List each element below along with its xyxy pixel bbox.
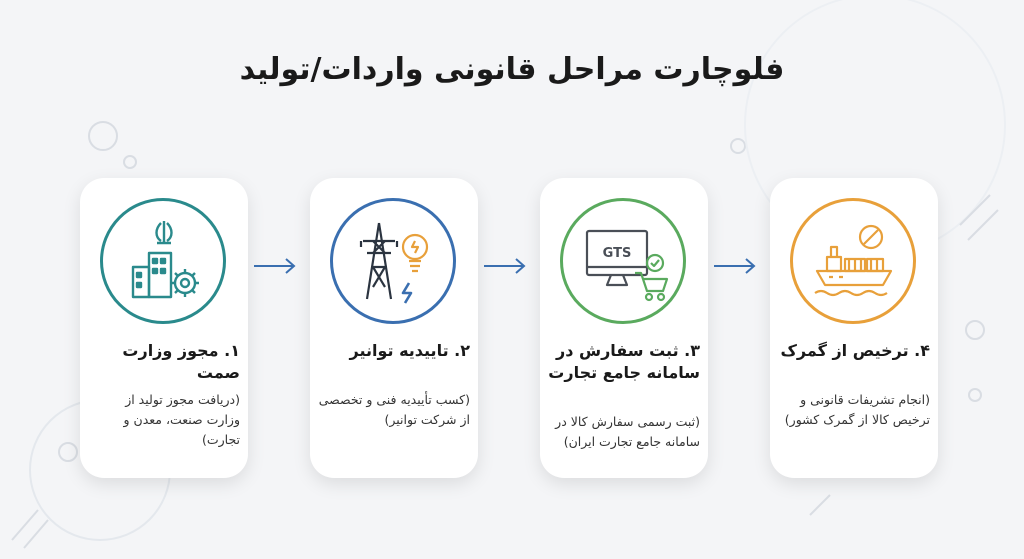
ministry-building-gear-icon <box>131 221 199 299</box>
arrow-right-icon <box>714 258 756 274</box>
step-card-3: GTS ۳. ثبت سفارش در سامانه جامع تجارت (ث… <box>540 178 708 478</box>
step-title: ۳. ثبت سفارش در سامانه جامع تجارت <box>548 341 700 382</box>
gts-label: GTS <box>603 246 632 261</box>
step-description: (ثبت رسمی سفارش کالا در سامانه جامع تجار… <box>555 414 700 449</box>
step-title: ۲. تاییدیه توانیر <box>349 341 470 360</box>
step-card-1: ۱. مجوز وزارت صمت (دریافت مجوز تولید از … <box>80 178 248 478</box>
power-tower-bulb-icon <box>359 222 429 304</box>
step-icon-circle: GTS <box>560 198 686 324</box>
gts-monitor-cart-icon: GTS <box>585 229 669 302</box>
step-icon-circle <box>330 198 456 324</box>
step-icon-circle <box>100 198 226 324</box>
arrow-right-icon <box>484 258 526 274</box>
step-icon-circle <box>790 198 916 324</box>
step-description: (دریافت مجوز تولید از وزارت صنعت، معدن و… <box>123 392 241 447</box>
cargo-ship-customs-icon <box>814 224 893 297</box>
step-description: (کسب تأییدیه فنی و تخصصی از شرکت توانیر) <box>318 392 470 427</box>
step-description: (انجام تشریفات قانونی و ترخیص کالا از گم… <box>784 392 930 427</box>
step-card-4: ۴. ترخیص از گمرک (انجام تشریفات قانونی و… <box>770 178 938 478</box>
step-title: ۴. ترخیص از گمرک <box>780 341 930 360</box>
page-title: فلوچارت مراحل قانونی واردات/تولید <box>239 52 785 87</box>
arrow-right-icon <box>254 258 296 274</box>
step-title: ۱. مجوز وزارت صمت <box>122 341 240 382</box>
step-card-2: ۲. تاییدیه توانیر (کسب تأییدیه فنی و تخص… <box>310 178 478 478</box>
